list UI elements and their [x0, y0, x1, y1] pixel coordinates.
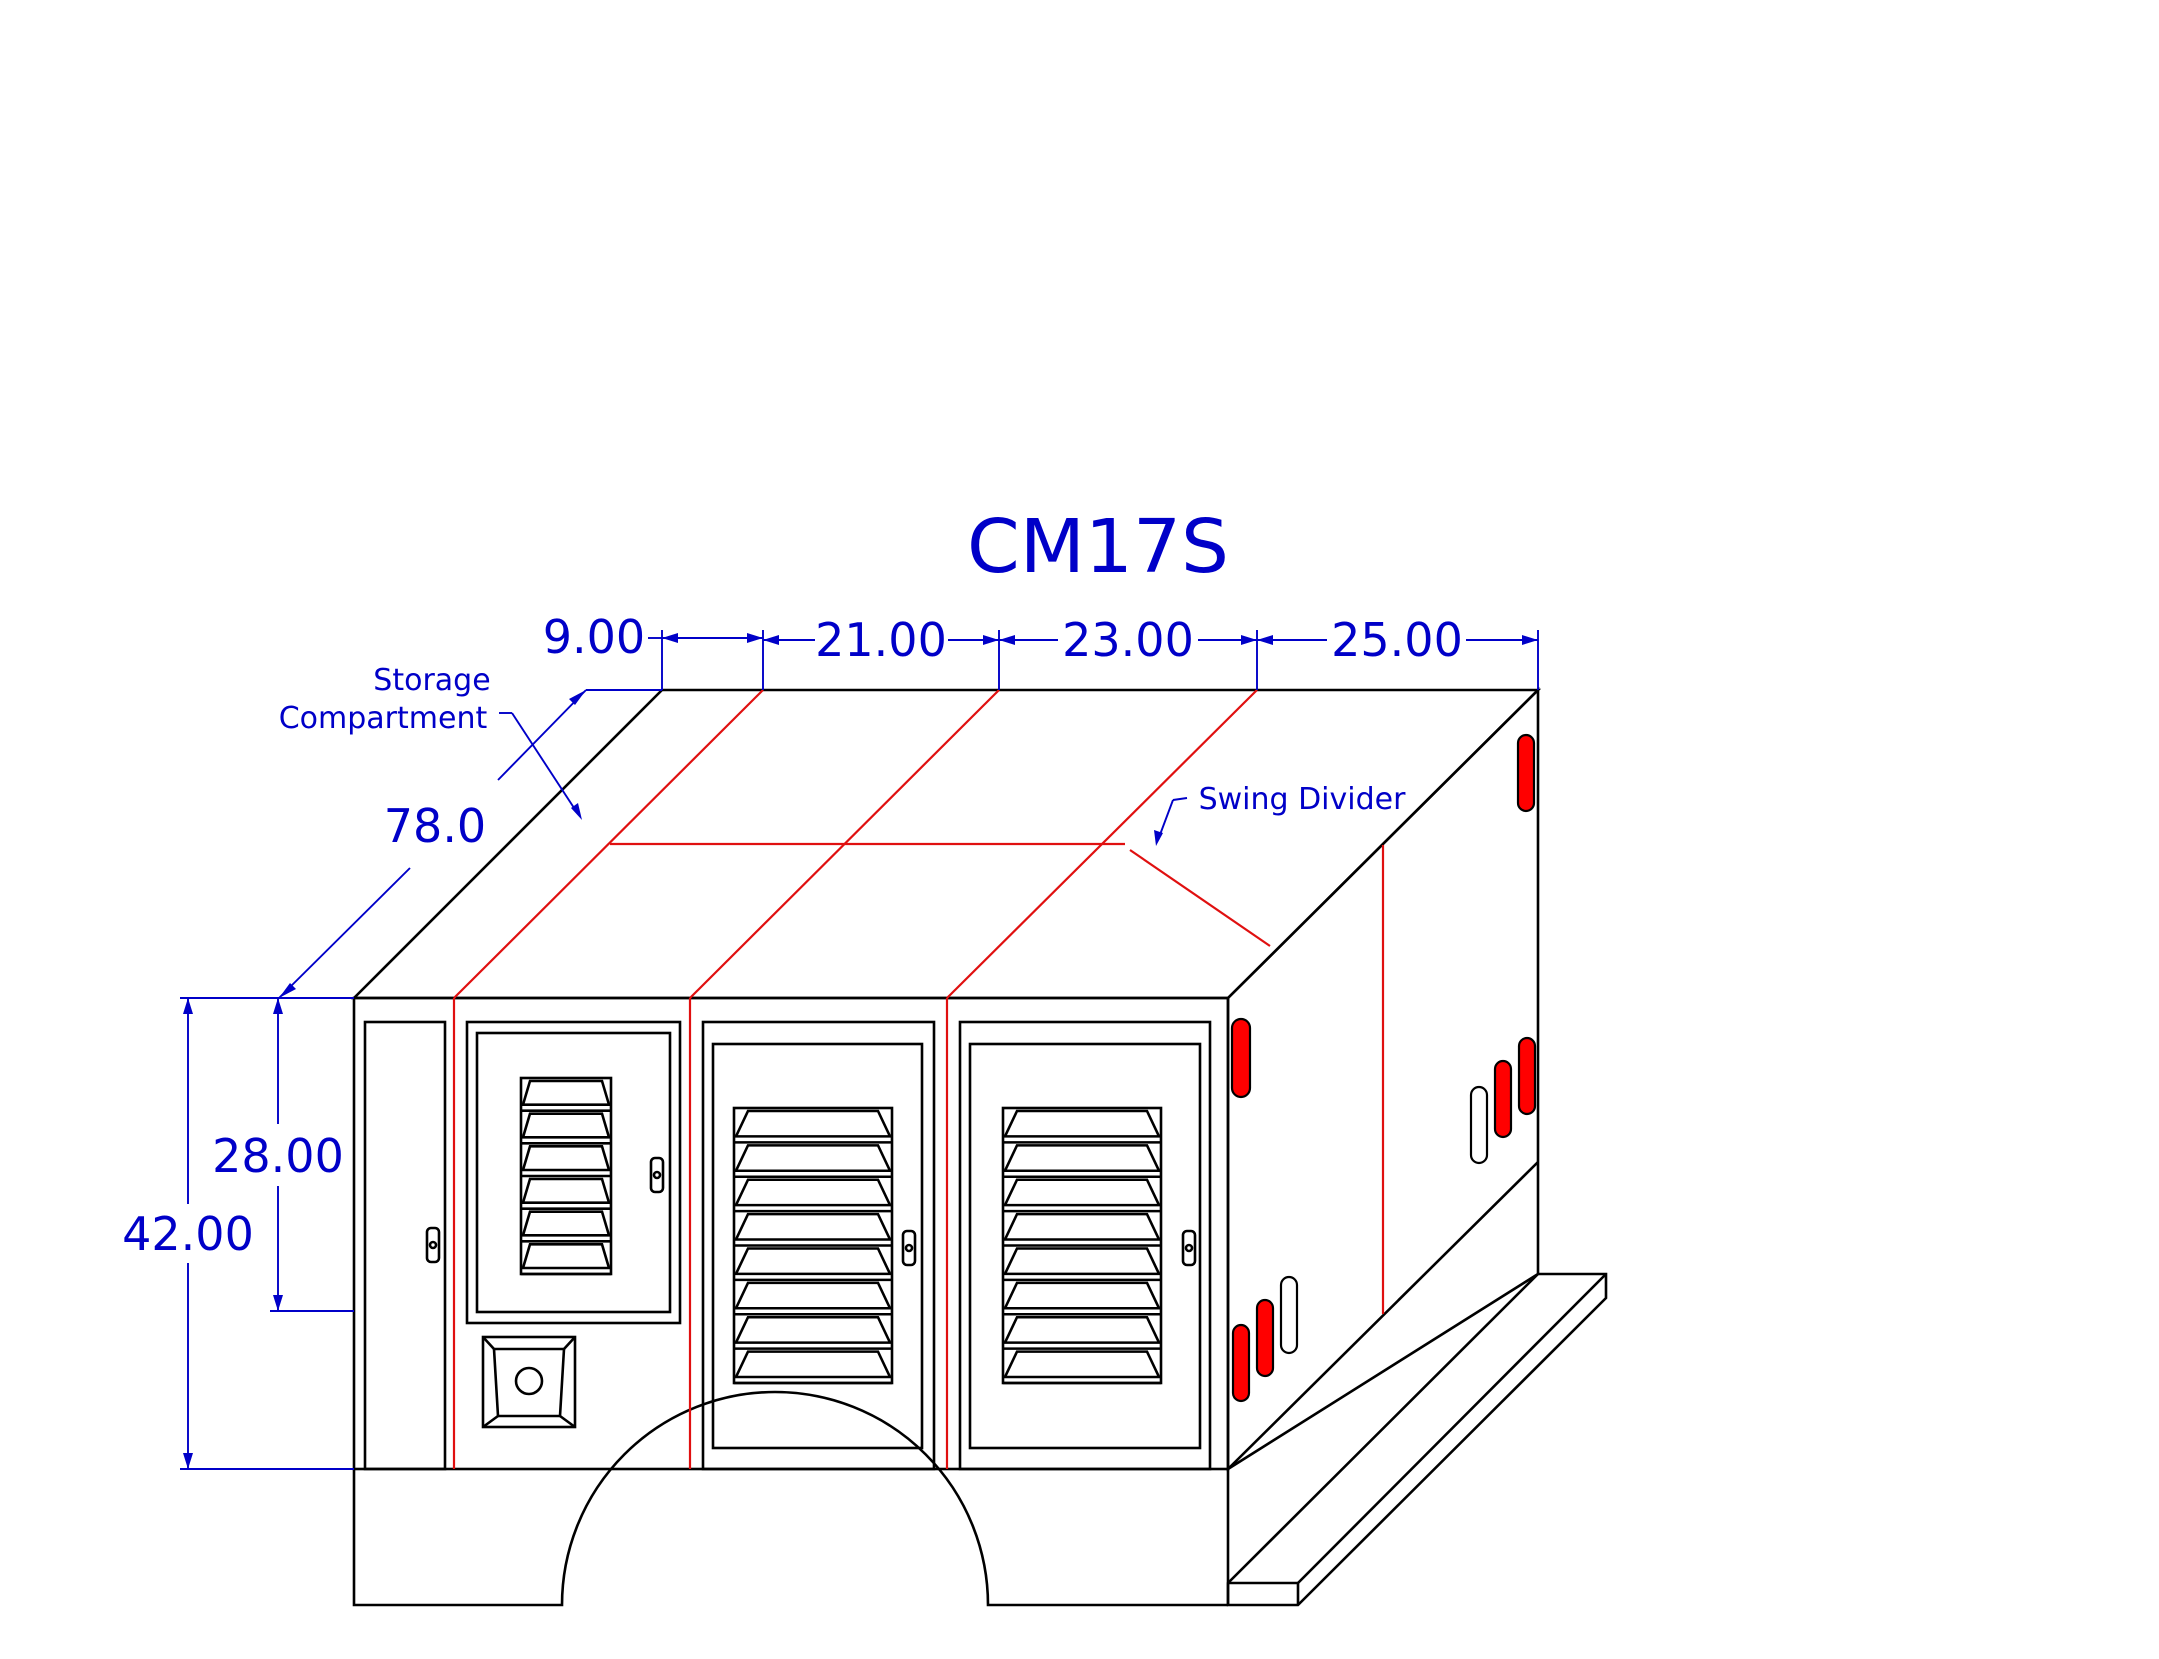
dimension-21: 21.00 [815, 613, 947, 667]
louver-slat [521, 1177, 611, 1204]
louver-slat [1002, 1212, 1162, 1241]
small-louver-door [465, 1020, 682, 1325]
louver-slat [521, 1079, 611, 1106]
louver-slat [733, 1315, 893, 1344]
narrow-door [363, 1020, 447, 1471]
louver-slat [733, 1281, 893, 1310]
dimension-height-42: 42.00 [122, 1207, 254, 1261]
divider-lines [452, 689, 1385, 1469]
louver-slat [733, 1350, 893, 1379]
louver-slat [733, 1109, 893, 1138]
reflector [1469, 1085, 1489, 1165]
louver-slat [733, 1144, 893, 1173]
dimension-9: 9.00 [543, 610, 645, 664]
louver-slat [1002, 1315, 1162, 1344]
dimension-23: 23.00 [1062, 613, 1194, 667]
dimension-height-28: 28.00 [212, 1129, 344, 1183]
dimension-25: 25.00 [1331, 613, 1463, 667]
louver-slat [733, 1212, 893, 1241]
drawing-title: CM17S [967, 504, 1229, 590]
louver-slat [1002, 1109, 1162, 1138]
louver-slat [521, 1243, 611, 1270]
louver-slat [733, 1247, 893, 1276]
marker-lamp [1517, 1036, 1537, 1116]
louver-slat [1002, 1144, 1162, 1173]
louver-slat [733, 1178, 893, 1207]
front-face [352, 996, 1230, 1471]
storage-label-line1: Storage [373, 663, 490, 698]
marker-lamp [1230, 1017, 1252, 1099]
louver-panel [1001, 1106, 1163, 1385]
marker-lamp [1255, 1298, 1275, 1378]
dimension-lines [180, 630, 1539, 1470]
reflector [1279, 1275, 1299, 1355]
louver-slat [521, 1210, 611, 1237]
louver-slat [521, 1145, 611, 1172]
swing-divider-label: Swing Divider [1199, 782, 1407, 817]
middle-louver-door [701, 1020, 936, 1471]
right-louver-door [958, 1020, 1212, 1471]
wheel-well-base [352, 1390, 1228, 1607]
marker-lamp [1493, 1059, 1513, 1139]
louver-panel [519, 1076, 613, 1276]
swing-divider-line [1129, 849, 1271, 947]
louver-slat [1002, 1178, 1162, 1207]
louver-slat [1002, 1247, 1162, 1276]
louver-slat [521, 1112, 611, 1139]
access-hatch [481, 1335, 577, 1429]
louver-panel [732, 1106, 894, 1385]
side-step [1226, 1272, 1608, 1607]
dimension-depth-78: 78.0 [384, 799, 486, 853]
louver-slat [1002, 1281, 1162, 1310]
louver-slat [1002, 1350, 1162, 1379]
storage-label-line2: Compartment [279, 701, 488, 736]
marker-lamp [1231, 1323, 1251, 1403]
marker-lamp [1516, 733, 1536, 813]
marker-lamps [1230, 733, 1537, 1403]
